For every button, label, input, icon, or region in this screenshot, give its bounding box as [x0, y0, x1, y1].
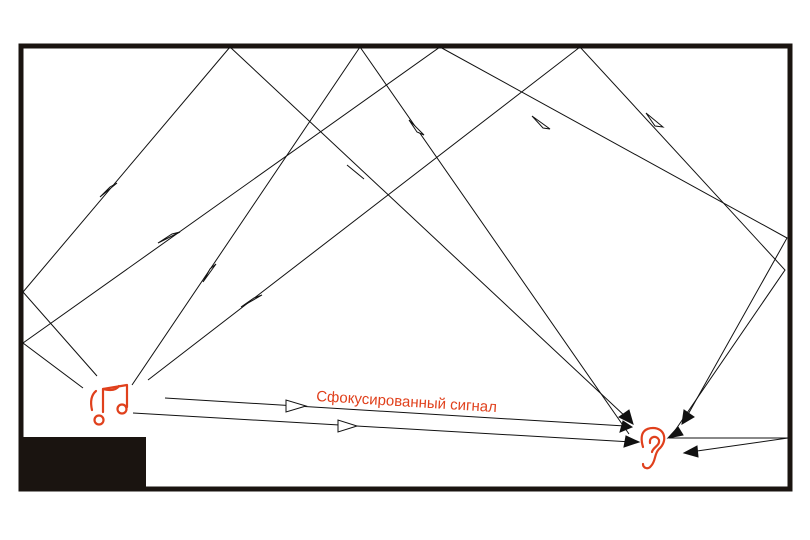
arrival-arrowhead: [681, 409, 695, 425]
arrival-arrowhead: [623, 435, 641, 448]
direction-arrow: [337, 419, 359, 433]
reflected-ray-1: [22, 46, 628, 419]
direct-ray-upper: [164, 397, 626, 427]
ear-icon: [640, 426, 666, 470]
reflected-rays: [22, 46, 789, 453]
arrival-arrowhead: [619, 420, 634, 433]
dark-block: [21, 437, 146, 489]
focused-signal-label: Сфокусированный сигнал: [316, 388, 498, 416]
room-wall: [18, 43, 793, 492]
direct-ray-lower: [132, 412, 633, 443]
direction-arrow: [202, 263, 217, 283]
arrival-arrowhead: [666, 426, 684, 439]
direct-rays: [132, 397, 633, 443]
direction-arrows: [99, 112, 665, 433]
direction-arrow: [99, 182, 118, 198]
reflected-ray-4: [147, 46, 786, 433]
arrival-arrowhead: [618, 409, 634, 425]
direction-arrow: [408, 119, 425, 136]
reflected-ray-2: [22, 46, 788, 419]
reflected-ray-3: [131, 46, 630, 435]
music-notes-icon: [90, 383, 129, 426]
arrival-arrowhead: [682, 445, 699, 458]
direction-arrow: [645, 112, 665, 128]
direction-arrow: [346, 164, 365, 180]
direction-arrow: [285, 399, 308, 413]
direction-arrow: [157, 231, 181, 244]
direction-arrow: [240, 294, 263, 308]
direction-arrow: [531, 115, 551, 130]
arrival-arrowheads: [618, 409, 699, 458]
reflected-ray-5: [669, 437, 789, 453]
